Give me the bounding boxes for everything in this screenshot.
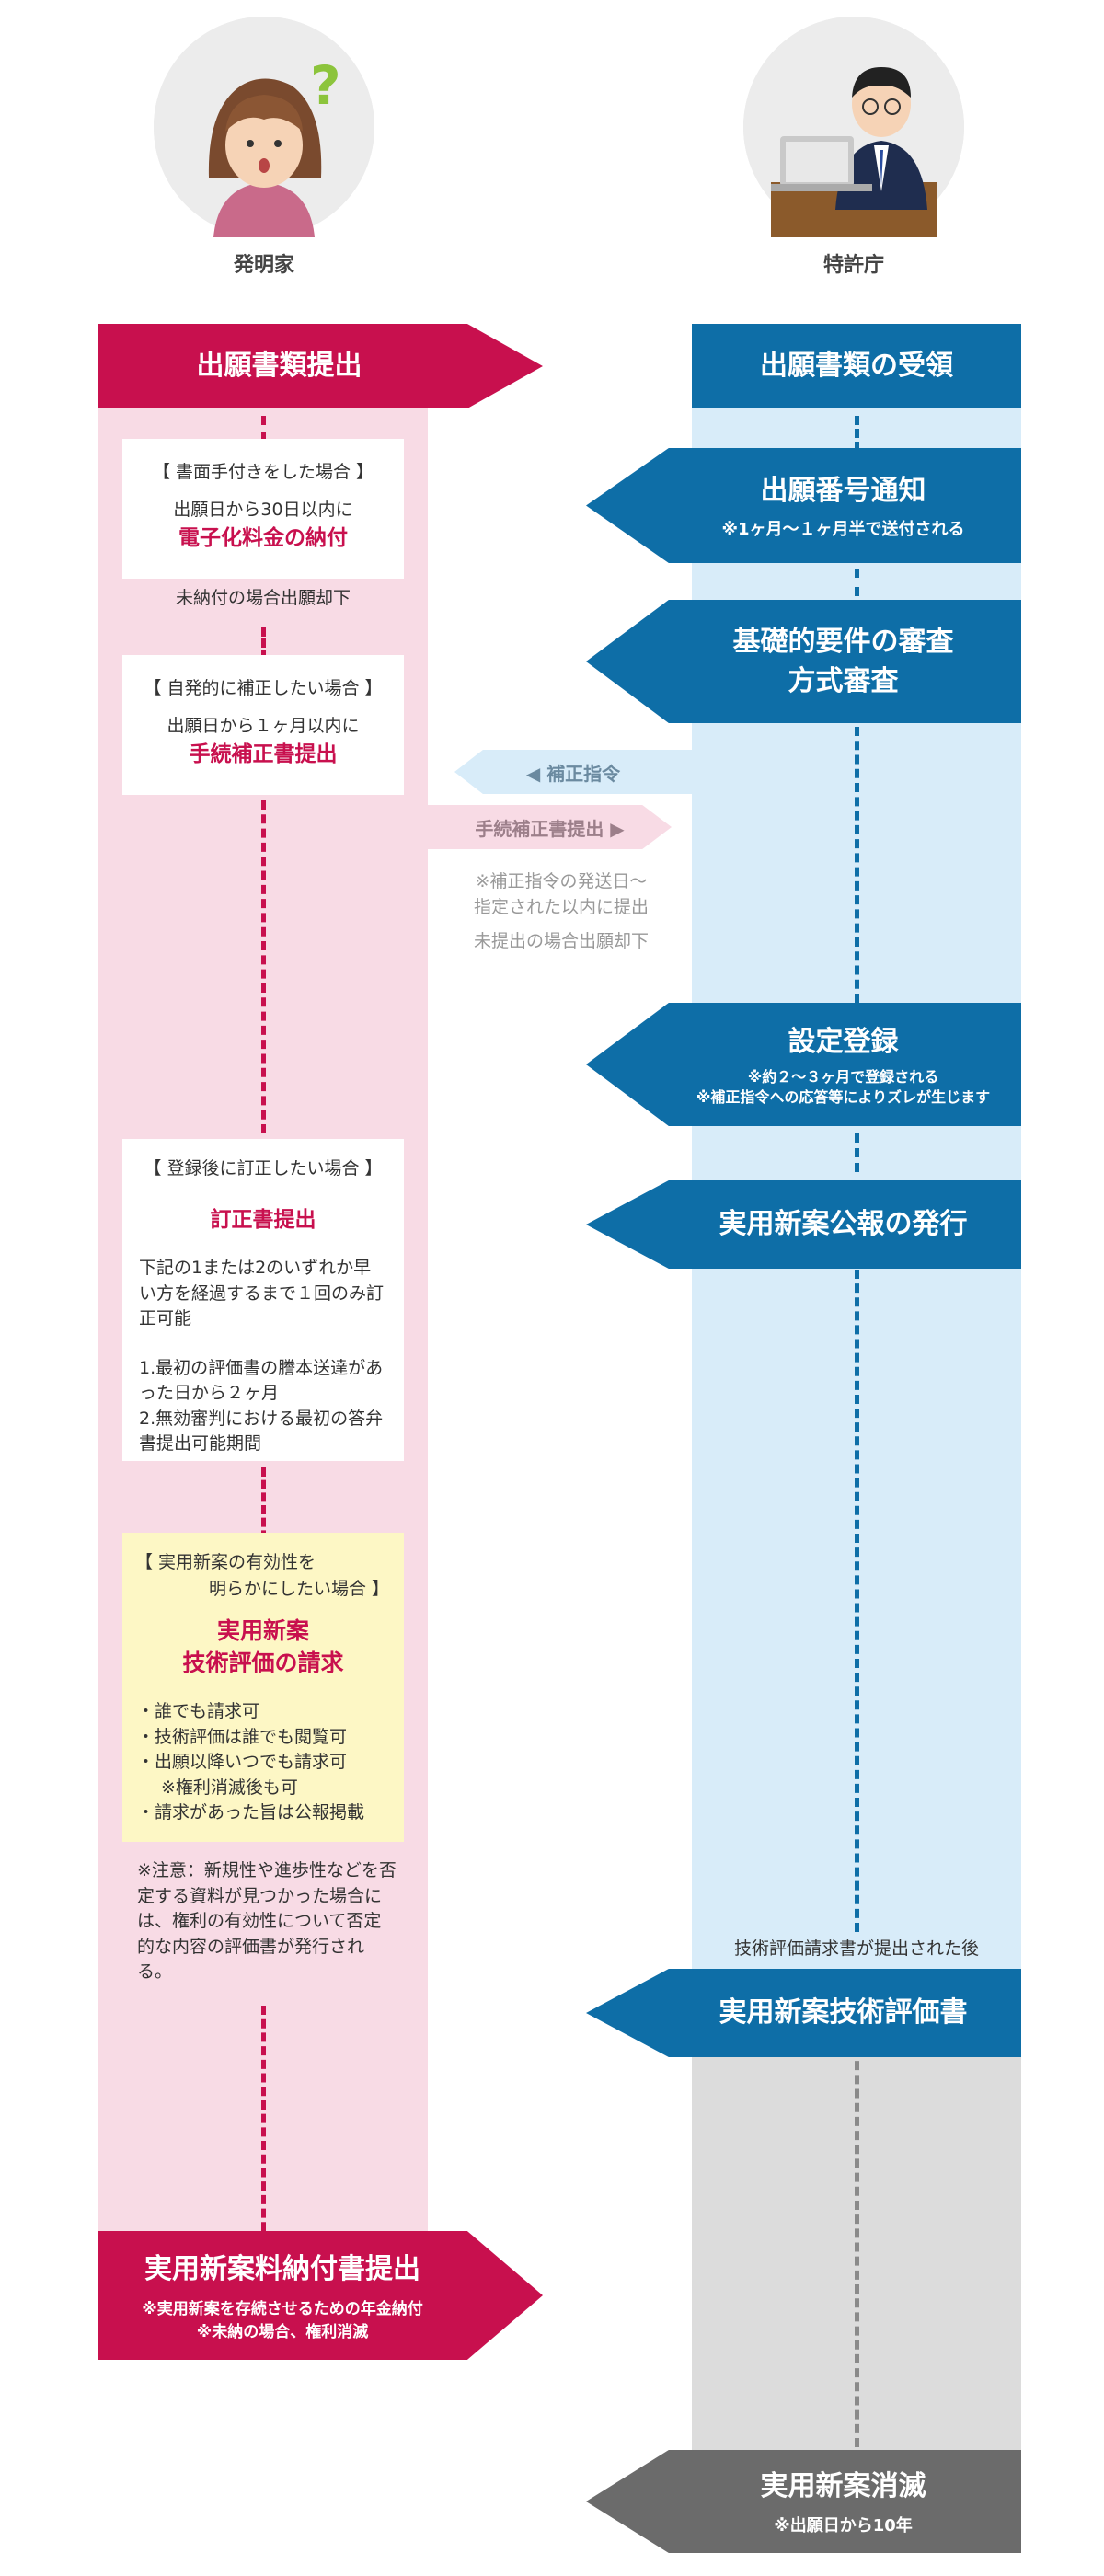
correction-submit-arrow: 手続補正書提出 ▶ [428, 805, 672, 849]
timeline-dash [855, 1133, 859, 1172]
registration-banner: 設定登録 ※約２～３ヶ月で登録される ※補正指令への応答等によりズレが生じます [586, 1003, 1021, 1126]
card-voluntary-amendment: 【 自発的に補正したい場合 】 出願日から１ヶ月以内に 手続補正書提出 [122, 655, 404, 795]
evaluation-trigger-note: 技術評価請求書が提出された後 [733, 1938, 979, 1959]
card3-body: 下記の1または2のいずれか早い方を経過するまで１回のみ訂正可能 [139, 1258, 385, 1329]
inventor-avatar: ? [154, 17, 374, 237]
timeline-dash [855, 569, 859, 596]
card4-b5: ・請求があった旨は公報掲載 [137, 1802, 365, 1823]
inventor-label: 発明家 [233, 254, 294, 277]
registration-title: 設定登録 [788, 1025, 899, 1058]
evaluation-report-title: 実用新案技術評価書 [719, 1996, 968, 2030]
payment-sub2: ※未納の場合、権利消滅 [196, 2322, 369, 2341]
exam-banner: 基礎的要件の審査 方式審査 [586, 600, 1021, 723]
card4-em1: 実用新案 [216, 1617, 309, 1644]
timeline-dash [855, 416, 859, 451]
correction-note-line3: 未提出の場合出願却下 [473, 931, 649, 952]
card-paper-filing-head: 【 書面手付きをした場合 】 [152, 462, 374, 482]
timeline-dash [261, 627, 266, 659]
svg-text:?: ? [310, 54, 341, 117]
filing-submit-banner: 出願書類提出 [98, 324, 543, 408]
registration-sub2: ※補正指令への応答等によりズレが生じます [696, 1087, 991, 1106]
caution-note: ※注意：新規性や進歩性などを否定する資料が見つかった場合には、権利の有効性につい… [137, 1860, 397, 1983]
gazette-title: 実用新案公報の発行 [719, 1208, 968, 1241]
patent-office-avatar [743, 17, 964, 237]
expiry-title: 実用新案消滅 [760, 2470, 926, 2503]
payment-banner: 実用新案料納付書提出 ※実用新案を存続させるための年金納付 ※未納の場合、権利消… [98, 2231, 543, 2360]
gazette-banner: 実用新案公報の発行 [586, 1180, 1021, 1269]
payment-title: 実用新案料納付書提出 [144, 2253, 420, 2286]
payment-sub1: ※実用新案を存続させるための年金納付 [142, 2299, 423, 2318]
timeline-dash [855, 2047, 859, 2447]
card4-b4: ※権利消滅後も可 [161, 1777, 298, 1798]
number-notice-sub: ※1ヶ月～１ヶ月半で送付される [721, 520, 965, 540]
card4-em2: 技術評価の請求 [182, 1650, 344, 1676]
card-voluntary-amendment-em: 手続補正書提出 [189, 742, 338, 766]
evaluation-report-banner: 実用新案技術評価書 [586, 1969, 1021, 2057]
card4-b2: ・技術評価は誰でも閲覧可 [137, 1726, 348, 1747]
exam-line1: 基礎的要件の審査 [732, 625, 954, 658]
number-notice-title: 出願番号通知 [760, 474, 926, 507]
card4-head1: 【 実用新案の有効性を [135, 1552, 316, 1572]
correction-order-arrow: ◀ 補正指令 [454, 750, 692, 794]
office-worker-illustration-icon [743, 17, 964, 237]
card-paper-filing: 【 書面手付きをした場合 】 出願日から30日以内に 電子化料金の納付 [122, 439, 404, 579]
correction-deadline-note: ※補正指令の発送日～ 指定された以内に提出 未提出の場合出願却下 [437, 869, 685, 955]
expiry-banner: 実用新案消滅 ※出願日から10年 [586, 2450, 1021, 2553]
card-post-registration-correction: 【 登録後に訂正したい場合 】 訂正書提出 下記の1または2のいずれか早い方を経… [122, 1139, 404, 1461]
card3-item1: 1.最初の評価書の謄本送達があった日から２ヶ月 [139, 1357, 384, 1404]
filing-submit-title: 出願書類提出 [196, 350, 362, 383]
card-voluntary-amendment-line: 出願日から１ヶ月以内に [167, 715, 360, 736]
card4-b3: ・出願以降いつでも請求可 [137, 1752, 348, 1773]
registration-sub1: ※約２～３ヶ月で登録される [747, 1068, 939, 1087]
card3-head: 【 登録後に訂正したい場合 】 [144, 1158, 383, 1179]
number-notice-banner: 出願番号通知 ※1ヶ月～１ヶ月半で送付される [586, 448, 1021, 563]
timeline-dash [261, 416, 266, 442]
card-technical-evaluation: 【 実用新案の有効性を 明らかにしたい場合 】 実用新案 技術評価の請求 ・誰で… [122, 1533, 404, 1842]
unpaid-note: 未納付の場合出願却下 [175, 588, 351, 608]
timeline-dash [261, 800, 266, 1133]
correction-note-line1: ※補正指令の発送日～ [475, 871, 648, 891]
timeline-dash [261, 2006, 266, 2245]
receipt-title: 出願書類の受領 [760, 350, 953, 383]
timeline-dash [855, 1270, 859, 1932]
timeline-dash [855, 727, 859, 1003]
inventor-illustration-icon: ? [154, 17, 374, 237]
card-paper-filing-line: 出願日から30日以内に [173, 499, 353, 520]
expiry-sub: ※出願日から10年 [774, 2515, 913, 2536]
card3-em: 訂正書提出 [210, 1207, 316, 1232]
exam-line2: 方式審査 [788, 665, 899, 697]
correction-note-line2: 指定された以内に提出 [473, 896, 649, 917]
patent-office-label: 特許庁 [822, 254, 884, 277]
card-paper-filing-em: 電子化料金の納付 [178, 526, 348, 550]
card-voluntary-amendment-head: 【 自発的に補正したい場合 】 [144, 678, 383, 698]
card4-head2: 明らかにしたい場合 】 [208, 1578, 389, 1599]
receipt-banner: 出願書類の受領 [692, 324, 1021, 408]
card3-item2: 2.無効審判における最初の答弁書提出可能期間 [139, 1408, 384, 1455]
card4-b1: ・誰でも請求可 [137, 1701, 260, 1721]
timeline-dash [261, 1467, 266, 1552]
